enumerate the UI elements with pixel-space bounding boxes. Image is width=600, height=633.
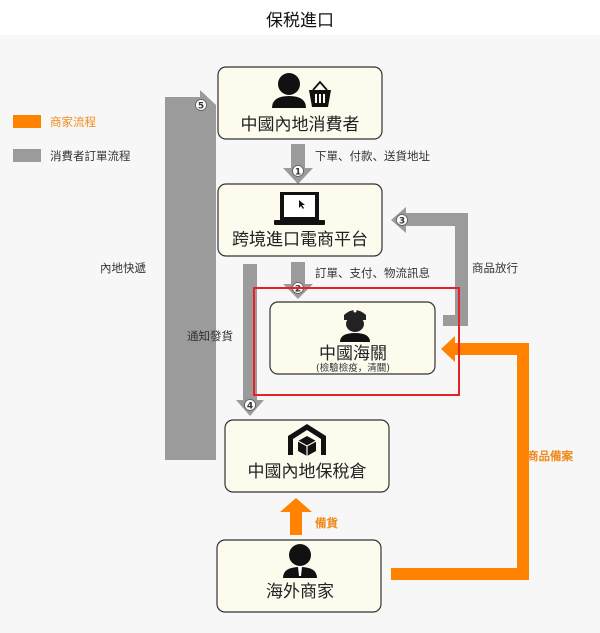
step4-label: 通知發貨 [187, 329, 233, 343]
step3-label: 商品放行 [472, 261, 518, 275]
step1-label: 下單、付款、送貨地址 [315, 149, 430, 163]
warehouse-icon [288, 424, 326, 456]
warehouse-title: 中國內地保稅倉 [248, 462, 367, 482]
node-customs: 中國海關 (檢驗檢疫，清關) [269, 301, 436, 375]
step1-number: 1 [295, 168, 301, 178]
filing-label: 商品備案 [527, 449, 573, 463]
arrow-step5: 5 [165, 90, 216, 460]
merchant-title: 海外商家 [266, 582, 334, 602]
step2-number: 2 [295, 285, 301, 295]
legend-label-consumer: 消費者訂單流程 [50, 149, 131, 163]
person-basket-icon [272, 73, 331, 108]
customs-highlight-box [253, 287, 460, 396]
step2-label: 訂單、支付、物流訊息 [315, 266, 430, 280]
stocking-label: 備貨 [315, 516, 338, 530]
step4-number: 4 [247, 402, 253, 412]
node-merchant: 海外商家 [216, 539, 382, 613]
platform-title: 跨境進口電商平台 [232, 230, 368, 250]
legend-label-merchant: 商家流程 [50, 115, 96, 129]
arrow-step3: 3 [391, 207, 468, 326]
customs-title: 中國海關 [319, 344, 387, 364]
node-warehouse: 中國內地保稅倉 [224, 419, 390, 493]
officer-icon [340, 309, 370, 342]
arrow-step4: 4 [236, 264, 264, 416]
legend: 商家流程 消費者訂單流程 [13, 115, 131, 163]
step3-number: 3 [399, 217, 405, 227]
step5-number: 5 [198, 102, 204, 112]
node-consumer: 中國內地消費者 [217, 66, 383, 140]
arrow-stocking [280, 498, 312, 535]
legend-swatch-merchant [13, 115, 41, 128]
step5-label: 內地快遞 [100, 261, 146, 275]
businessman-icon [283, 544, 317, 578]
arrow-step2: 2 [283, 262, 313, 299]
customs-subtitle: (檢驗檢疫，清關) [316, 362, 390, 374]
consumer-title: 中國內地消費者 [241, 115, 360, 135]
node-platform: 跨境進口電商平台 [217, 183, 383, 257]
laptop-icon [274, 192, 325, 225]
page-title: 保税進口 [266, 11, 334, 31]
legend-swatch-consumer [13, 149, 41, 162]
arrow-step1: 1 [283, 144, 313, 184]
